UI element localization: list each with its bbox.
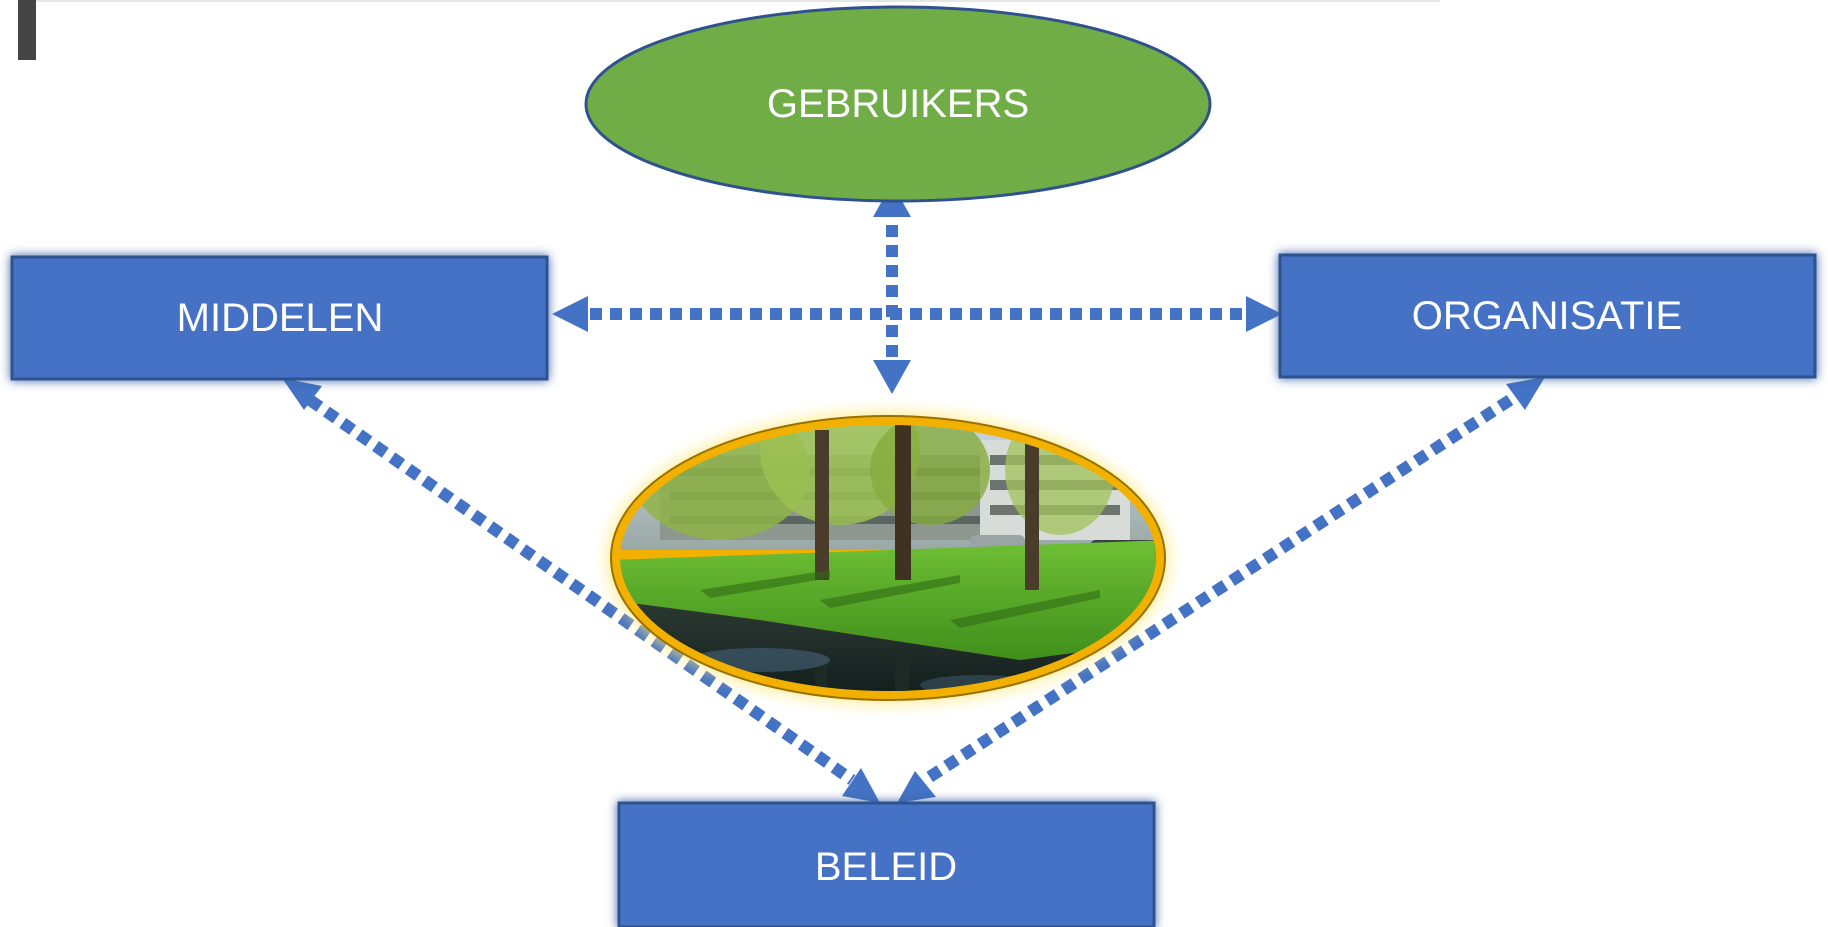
corner-tab-mark: [18, 0, 36, 60]
node-beleid: BELEID: [617, 801, 1156, 927]
arrowhead-diag-upleft-icon: [282, 378, 322, 410]
connector-middelen-beleid: [282, 378, 880, 803]
node-organisatie: ORGANISATIE: [1278, 253, 1817, 379]
arrowhead-left-icon: [552, 296, 588, 332]
arrowhead-right-icon: [1246, 296, 1282, 332]
node-middelen-label: MIDDELEN: [177, 296, 384, 340]
node-organisatie-label: ORGANISATIE: [1412, 294, 1682, 338]
connector-middelen-organisatie: [552, 296, 1282, 332]
arrowhead-diag-upright-icon: [1506, 377, 1545, 410]
node-middelen: MIDDELEN: [10, 255, 549, 381]
connector-organisatie-beleid: [897, 377, 1545, 803]
node-gebruikers-label: GEBRUIKERS: [767, 82, 1029, 126]
connector-gebruikers-center: [873, 183, 911, 394]
arrowhead-diag-downleft-icon: [897, 771, 936, 803]
node-gebruikers: GEBRUIKERS: [584, 5, 1212, 203]
arrowhead-down-icon: [873, 360, 911, 394]
arrowhead-diag-downright-icon: [842, 768, 880, 803]
center-photo: [606, 411, 1170, 705]
node-beleid-label: BELEID: [815, 845, 957, 889]
